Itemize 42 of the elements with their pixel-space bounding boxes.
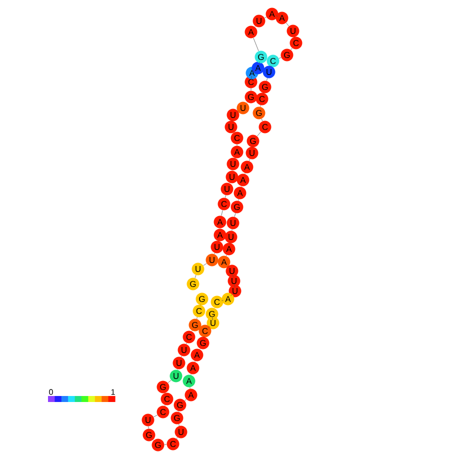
backbone-line bbox=[264, 16, 267, 18]
backbone-line bbox=[178, 424, 180, 426]
node-label: A bbox=[279, 15, 285, 21]
backbone-line bbox=[148, 426, 149, 429]
backbone-line bbox=[154, 414, 158, 418]
backbone-line bbox=[234, 284, 235, 288]
backbone-line bbox=[260, 105, 261, 107]
backbone-line bbox=[221, 210, 223, 216]
node-label: G bbox=[209, 310, 215, 317]
node-label: U bbox=[230, 174, 234, 180]
node-label: A bbox=[255, 65, 261, 71]
backbone-line bbox=[253, 38, 259, 52]
backbone-line bbox=[196, 317, 198, 319]
backbone-line bbox=[176, 437, 178, 439]
backbone-line bbox=[250, 88, 252, 91]
backbone-line bbox=[251, 75, 252, 80]
backbone-line bbox=[168, 380, 172, 384]
backbone-line bbox=[261, 118, 263, 122]
backbone-line bbox=[266, 78, 268, 81]
backbone-line bbox=[230, 294, 232, 296]
node-label: A bbox=[269, 11, 275, 17]
node-label: U bbox=[266, 69, 272, 75]
node-label: U bbox=[210, 320, 216, 326]
backbone-line bbox=[232, 274, 234, 278]
node-label: A bbox=[240, 177, 246, 183]
backbone-line bbox=[252, 68, 258, 72]
backbone-line bbox=[203, 263, 207, 266]
node-label: U bbox=[232, 278, 236, 284]
backbone-line bbox=[164, 444, 167, 445]
backbone-line bbox=[238, 199, 239, 201]
backbone-line bbox=[290, 48, 292, 50]
backbone-line bbox=[212, 316, 213, 321]
backbone-line bbox=[278, 57, 282, 59]
node-label: U bbox=[230, 268, 234, 274]
backbone-line bbox=[276, 15, 278, 17]
scale-label: 0 bbox=[49, 389, 53, 395]
backbone-line bbox=[234, 213, 236, 217]
backbone-line bbox=[286, 22, 290, 26]
scale-label: 1 bbox=[111, 389, 115, 395]
backbone-line bbox=[257, 132, 261, 136]
backbone-line bbox=[194, 274, 196, 278]
backbone-line bbox=[225, 195, 226, 198]
